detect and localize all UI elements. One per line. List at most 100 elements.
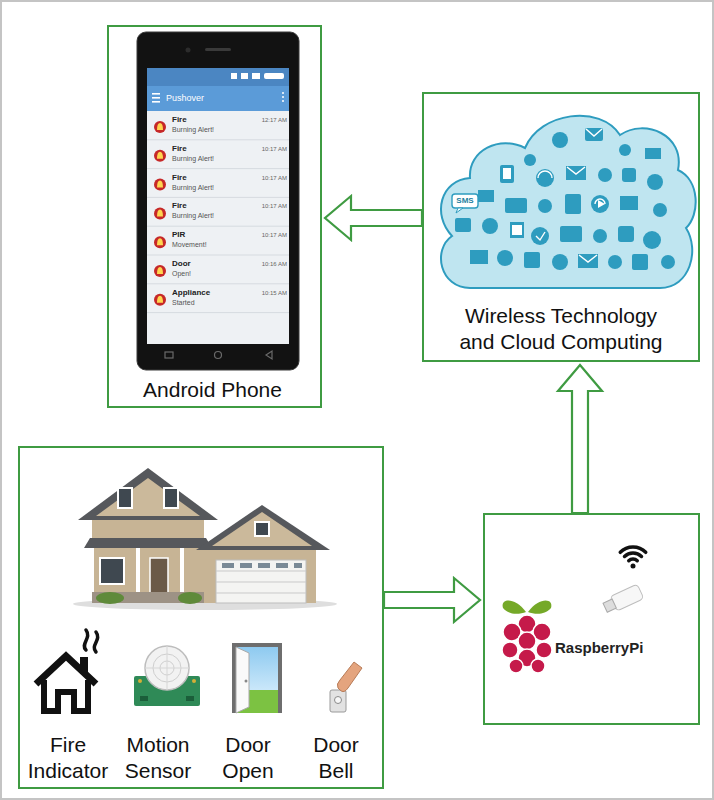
- phone-picture: [154, 179, 166, 191]
- wifi-symbol: [620, 547, 645, 561]
- house-picture: [276, 563, 288, 568]
- cloud-picture: [552, 132, 568, 148]
- house-picture: [216, 571, 306, 572]
- cloud-picture: [531, 227, 549, 245]
- notification-text: Door: [172, 260, 191, 268]
- phone-picture: [147, 197, 289, 198]
- house-picture: [90, 548, 94, 594]
- cloud-picture: [620, 196, 638, 210]
- house-picture: [164, 488, 178, 508]
- cloud-picture: [552, 254, 568, 270]
- phone-picture: [186, 48, 191, 53]
- fire-indicator-icon: [84, 630, 87, 650]
- phone-picture: [231, 73, 237, 79]
- door-open-icon: [236, 647, 249, 713]
- phone-picture: [252, 73, 260, 79]
- cloud-panel: Wireless Technology and Cloud Computing: [422, 92, 700, 362]
- phone-picture: [157, 152, 163, 159]
- raspberry-pi-panel: RaspberryPi: [483, 513, 700, 725]
- door-bell-icon: [330, 690, 346, 712]
- fire-indicator-icon: [36, 656, 96, 684]
- cloud-picture: [470, 250, 488, 264]
- door-open-icon: [232, 643, 282, 713]
- phone-picture: [266, 351, 272, 359]
- house-picture: [216, 593, 306, 594]
- cloud-picture: [512, 225, 522, 235]
- notification-text: Fire: [172, 116, 187, 124]
- wifi-symbol: [620, 547, 645, 569]
- notification-text: Open!: [172, 270, 191, 277]
- phone-picture: [165, 352, 173, 358]
- house-picture: [222, 563, 302, 568]
- house-picture: [73, 468, 337, 610]
- notification-text: Fire: [172, 202, 187, 210]
- cloud-picture: [579, 255, 597, 262]
- phone-picture: [147, 283, 289, 284]
- fire-indicator-icon: [94, 632, 97, 652]
- cloud-picture: [482, 218, 498, 234]
- phone-picture: [241, 73, 248, 79]
- notification-time: 10:17 AM: [262, 203, 287, 209]
- cloud-picture: [560, 226, 582, 242]
- house-picture: [96, 592, 124, 604]
- door-open-icon: [236, 647, 278, 713]
- house-picture: [178, 592, 202, 604]
- house-picture: [196, 505, 330, 550]
- phone-picture: [154, 294, 166, 306]
- door-bell-icon: [330, 662, 362, 712]
- house-picture: [92, 592, 204, 603]
- caption-text: Android Phone: [109, 377, 316, 403]
- fire-indicator-icon: [80, 657, 88, 674]
- block-arrow: [558, 365, 602, 513]
- house-picture: [78, 468, 218, 520]
- cloud-picture: [497, 250, 513, 266]
- notification-text: Started: [172, 299, 195, 306]
- phone-picture: [157, 238, 163, 245]
- phone-panel: Android Phone: [107, 25, 322, 408]
- phone-picture: [137, 32, 299, 370]
- notification-time: 10:15 AM: [262, 290, 287, 296]
- raspberry-pi-logo: [503, 601, 526, 614]
- house-picture: [92, 515, 204, 603]
- notification-text: Fire: [172, 145, 187, 153]
- cloud-picture: [478, 190, 494, 202]
- cloud-picture: [618, 226, 634, 242]
- wifi-dongle: [603, 599, 616, 612]
- door-bell-icon: [335, 697, 342, 704]
- cloud-picture: [538, 199, 552, 213]
- phone-picture: [264, 73, 284, 79]
- house-picture: [96, 478, 200, 516]
- phone-picture: [147, 68, 289, 344]
- motion-sensor-icon: [167, 646, 168, 690]
- phone-picture: [215, 352, 222, 359]
- caption-text: Wireless Technology and Cloud Computing: [451, 303, 671, 354]
- house-picture: [180, 548, 184, 594]
- cloud-picture: [441, 116, 696, 288]
- home-sensors-panel: Fire IndicatorMotion SensorDoor OpenDoor…: [18, 446, 384, 789]
- notification-time: 10:17 AM: [262, 146, 287, 152]
- house-picture: [294, 563, 302, 568]
- phone-picture: [147, 226, 289, 227]
- cloud-picture: [456, 208, 463, 213]
- raspberry-pi-logo: [531, 659, 545, 673]
- phone-picture: [152, 73, 284, 103]
- motion-sensor-icon: [145, 646, 189, 690]
- cloud-picture: [524, 252, 540, 268]
- house-picture: [100, 558, 124, 584]
- cloud-picture: [455, 218, 471, 232]
- sensor-label: Motion Sensor: [116, 732, 200, 783]
- cloud-picture: [455, 128, 675, 270]
- cloud-picture: [645, 148, 661, 159]
- cloud-picture: [619, 144, 631, 156]
- door-open-icon: [245, 680, 248, 683]
- cloud-picture: [643, 231, 661, 249]
- phone-picture: [282, 92, 284, 94]
- wifi-symbol: [631, 564, 636, 569]
- phone-picture: [165, 351, 272, 359]
- icon-text: SMS: [456, 197, 473, 205]
- phone-picture: [147, 312, 289, 313]
- house-picture: [150, 558, 168, 594]
- house-picture: [258, 563, 270, 568]
- house-picture: [222, 563, 234, 568]
